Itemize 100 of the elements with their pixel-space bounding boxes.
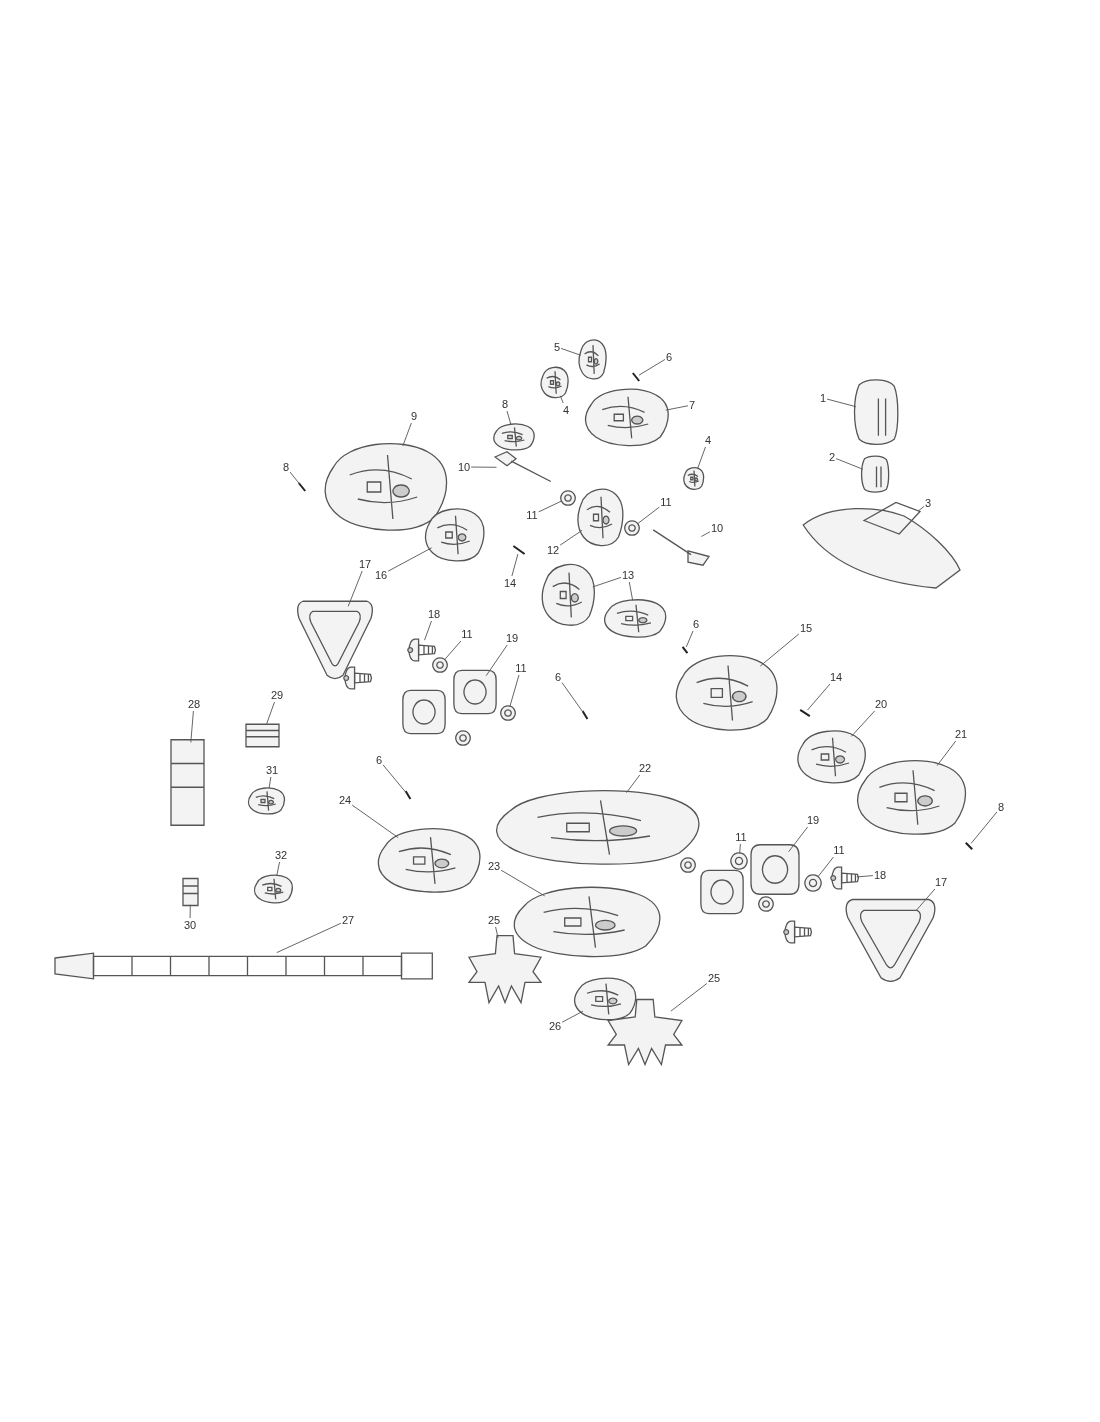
leader-line bbox=[470, 466, 497, 468]
leader-line bbox=[382, 764, 407, 793]
callout-number: 32 bbox=[274, 849, 288, 861]
leader-line bbox=[739, 843, 741, 854]
washer-drawing bbox=[500, 705, 516, 721]
callout-number: 4 bbox=[562, 404, 570, 416]
cap-drawing bbox=[852, 378, 900, 446]
leader-line bbox=[670, 983, 708, 1012]
part-drawing bbox=[253, 873, 295, 905]
bolt-drawing bbox=[342, 666, 372, 690]
washer-drawing bbox=[455, 730, 471, 746]
wheel-drawing bbox=[700, 868, 744, 916]
pin-drawing bbox=[965, 842, 973, 850]
pin-drawing bbox=[582, 710, 588, 720]
leader-line bbox=[856, 875, 874, 878]
callout-number: 6 bbox=[375, 754, 383, 766]
callout-number: 6 bbox=[554, 671, 562, 683]
leader-line bbox=[835, 458, 864, 470]
leader-line bbox=[628, 581, 634, 601]
washer-drawing bbox=[624, 520, 640, 536]
callout-number: 14 bbox=[503, 577, 517, 589]
leader-line bbox=[638, 359, 666, 376]
leader-line bbox=[276, 861, 280, 876]
brush-drawing bbox=[604, 996, 686, 1066]
leader-line bbox=[561, 682, 584, 713]
leader-line bbox=[500, 869, 546, 897]
washer-drawing bbox=[758, 896, 774, 912]
leader-line bbox=[559, 529, 583, 546]
callout-number: 12 bbox=[546, 544, 560, 556]
callout-number: 29 bbox=[270, 689, 284, 701]
wheel-drawing bbox=[402, 688, 446, 736]
callout-number: 19 bbox=[505, 632, 519, 644]
leader-line bbox=[424, 620, 432, 641]
callout-number: 28 bbox=[187, 698, 201, 710]
callout-number: 15 bbox=[799, 622, 813, 634]
callout-number: 17 bbox=[934, 876, 948, 888]
part-drawing bbox=[247, 786, 287, 816]
pin-drawing bbox=[405, 790, 411, 800]
part-drawing bbox=[423, 505, 488, 565]
cap-drawing bbox=[860, 455, 890, 493]
callout-number: 25 bbox=[487, 914, 501, 926]
callout-number: 4 bbox=[704, 434, 712, 446]
callout-number: 18 bbox=[873, 869, 887, 881]
leader-line bbox=[506, 410, 512, 425]
washer-drawing bbox=[432, 657, 448, 673]
callout-number: 11 bbox=[515, 662, 527, 674]
callout-number: 8 bbox=[501, 398, 509, 410]
callout-number: 8 bbox=[997, 801, 1005, 813]
leader-line bbox=[347, 570, 363, 607]
callout-number: 5 bbox=[553, 341, 561, 353]
screw-drawing bbox=[492, 450, 552, 485]
leader-line bbox=[917, 505, 925, 512]
leader-line bbox=[807, 683, 831, 711]
callout-number: 22 bbox=[638, 762, 652, 774]
leader-line bbox=[268, 776, 272, 789]
callout-number: 1 bbox=[819, 392, 827, 404]
callout-number: 25 bbox=[707, 972, 721, 984]
screw-drawing bbox=[652, 528, 712, 566]
leader-line bbox=[850, 710, 876, 737]
leader-line bbox=[697, 446, 706, 470]
leader-line bbox=[485, 644, 508, 677]
leader-line bbox=[289, 471, 301, 485]
callout-number: 19 bbox=[806, 814, 820, 826]
callout-number: 11 bbox=[461, 628, 473, 640]
callout-number: 17 bbox=[358, 558, 372, 570]
callout-number: 21 bbox=[954, 728, 968, 740]
callout-number: 14 bbox=[829, 671, 843, 683]
part-drawing bbox=[540, 365, 570, 400]
leader-line bbox=[915, 888, 936, 911]
leader-line bbox=[538, 500, 563, 513]
callout-number: 24 bbox=[338, 794, 352, 806]
part-drawing bbox=[578, 337, 608, 382]
leader-line bbox=[626, 774, 641, 794]
washer-drawing bbox=[680, 857, 696, 873]
leader-line bbox=[265, 701, 275, 726]
callout-number: 31 bbox=[265, 764, 279, 776]
callout-number: 11 bbox=[735, 831, 747, 843]
brush-drawing bbox=[465, 932, 545, 1004]
leader-line bbox=[387, 547, 433, 572]
washer-drawing bbox=[730, 852, 748, 870]
callout-number: 6 bbox=[665, 351, 673, 363]
leader-line bbox=[511, 553, 519, 577]
leader-line bbox=[190, 710, 194, 743]
callout-number: 26 bbox=[548, 1020, 562, 1032]
callout-number: 10 bbox=[457, 461, 471, 473]
pin-drawing bbox=[298, 482, 306, 492]
pin-drawing bbox=[512, 545, 526, 555]
leader-line bbox=[826, 398, 857, 408]
callout-number: 11 bbox=[526, 509, 538, 521]
bolt-drawing bbox=[829, 866, 859, 890]
leader-line bbox=[636, 506, 660, 525]
pin-drawing bbox=[632, 372, 640, 382]
callout-number: 30 bbox=[183, 919, 197, 931]
leader-line bbox=[351, 804, 399, 839]
callout-number: 7 bbox=[688, 399, 696, 411]
callout-number: 11 bbox=[660, 496, 672, 508]
callout-number: 9 bbox=[410, 410, 418, 422]
leader-line bbox=[559, 395, 564, 404]
callout-number: 16 bbox=[374, 569, 388, 581]
part-drawing bbox=[683, 466, 705, 491]
